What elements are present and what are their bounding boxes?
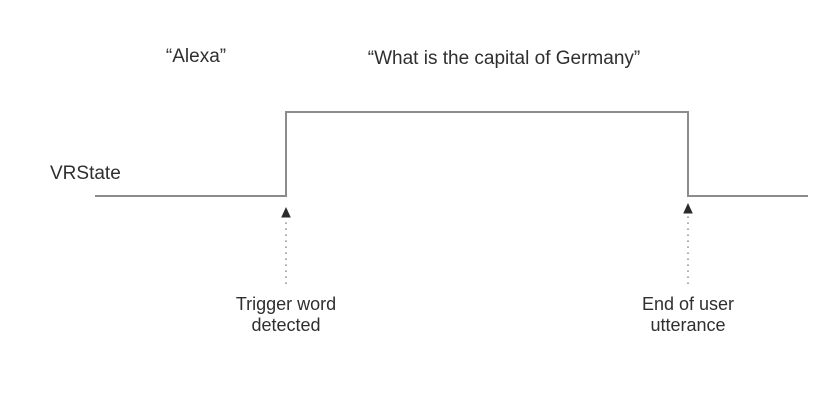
end-of-utterance-marker bbox=[683, 203, 693, 284]
trigger-word-marker bbox=[281, 207, 291, 284]
caption-line-2: utterance bbox=[650, 315, 726, 336]
annotation-caption-trigger-word: Trigger word detected bbox=[236, 294, 336, 336]
utterance-label-wake-word: “Alexa” bbox=[165, 46, 227, 67]
caption-line-1: Trigger word bbox=[235, 294, 337, 314]
arrow-up-icon bbox=[683, 203, 693, 214]
annotation-caption-end-of-utterance: End of user utterance bbox=[642, 294, 734, 336]
vrstate-waveform-path bbox=[95, 111, 808, 197]
caption-line-2: detected bbox=[251, 315, 321, 336]
arrow-up-icon bbox=[281, 207, 291, 218]
caption-line-1: End of user bbox=[641, 294, 735, 314]
signal-name-label: VRState bbox=[50, 163, 121, 184]
utterance-label-query: “What is the capital of Germany” bbox=[367, 48, 641, 69]
